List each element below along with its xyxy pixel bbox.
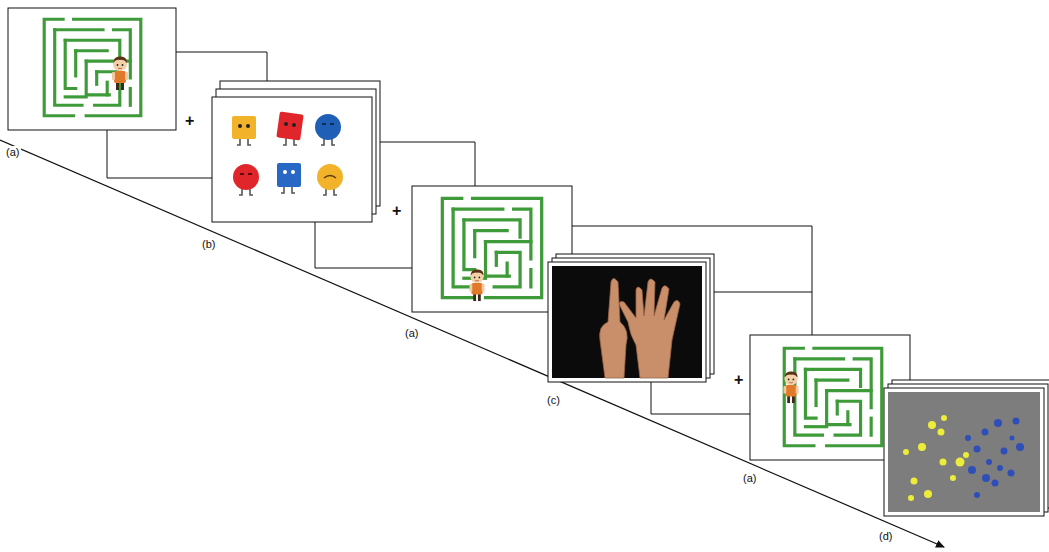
fixation-cross: +	[732, 371, 745, 389]
panel-label: (a)	[4, 146, 21, 159]
fixation-cross: +	[390, 202, 403, 220]
panel-label: (d)	[877, 530, 894, 543]
panel-label: (b)	[200, 238, 217, 251]
panel-label: (c)	[545, 394, 562, 407]
fixation-cross: +	[183, 112, 196, 130]
panel-label: (a)	[741, 472, 758, 485]
panel-label: (a)	[403, 327, 420, 340]
